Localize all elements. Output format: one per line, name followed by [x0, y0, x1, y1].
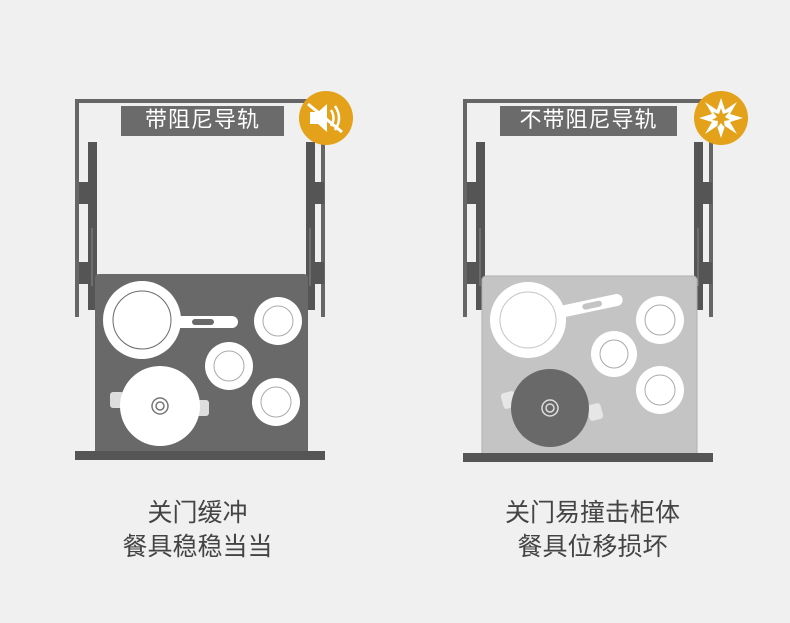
rail-left	[88, 142, 97, 310]
mute-speaker-icon	[299, 91, 353, 145]
explosion-icon	[694, 91, 748, 145]
drawer-base	[75, 451, 325, 460]
rail-left	[476, 142, 485, 310]
rail-right	[306, 142, 315, 310]
plate	[254, 297, 302, 345]
caption-without-damper: 关门易撞击柜体 餐具位移损坏	[395, 496, 790, 564]
rail-right	[694, 142, 703, 310]
frame-left	[463, 99, 467, 317]
frame-top	[463, 99, 713, 103]
panel-without-damper: 不带阻尼导轨 关门易撞击柜体 餐具位移损坏	[395, 0, 790, 623]
frame-right	[709, 99, 713, 317]
plate	[252, 378, 300, 426]
plate	[636, 296, 684, 344]
panel-with-damper: 带阻尼导轨 关门缓冲 餐具稳稳当当	[0, 91, 395, 564]
caption-line-2: 餐具位移损坏	[517, 532, 668, 561]
caption-line-1: 关门缓冲	[147, 498, 248, 527]
frame-top	[75, 99, 325, 103]
caption-line-2: 餐具稳稳当当	[122, 532, 273, 561]
plate	[591, 331, 637, 377]
drawer-illustration-without-damper	[463, 99, 713, 462]
frying-pan	[103, 281, 238, 359]
drawer-base	[463, 453, 713, 462]
pot	[110, 366, 209, 446]
caption-line-1: 关门易撞击柜体	[504, 498, 680, 527]
plate	[636, 366, 684, 414]
frying-pan	[490, 282, 623, 358]
pot	[500, 369, 604, 447]
frame-left	[75, 99, 79, 317]
rail-title: 不带阻尼导轨	[500, 106, 677, 136]
frame-right	[321, 99, 325, 317]
drawer-illustration-with-damper	[75, 99, 325, 460]
plate	[205, 342, 253, 390]
rail-title: 带阻尼导轨	[121, 106, 284, 136]
caption-with-damper: 关门缓冲 餐具稳稳当当	[0, 496, 395, 564]
